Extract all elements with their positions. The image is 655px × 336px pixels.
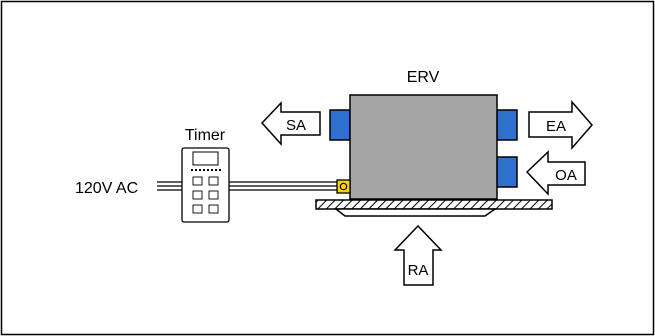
duct-collar-oa — [496, 156, 518, 188]
terminal-connector-icon — [336, 179, 351, 194]
return-grille — [333, 208, 498, 217]
oa-label: OA — [555, 167, 577, 184]
power-label: 120V AC — [75, 180, 138, 197]
ea-arrow — [528, 99, 593, 151]
sa-label: SA — [286, 117, 306, 134]
ra-arrow — [393, 224, 443, 286]
ceiling-slab — [315, 199, 553, 210]
duct-collar-sa — [329, 109, 351, 141]
sa-arrow — [260, 101, 321, 146]
timer-label: Timer — [185, 127, 226, 144]
oa-arrow — [525, 150, 586, 196]
erv-unit — [349, 94, 498, 200]
ea-label: EA — [546, 118, 566, 135]
timer-device-icon — [181, 147, 230, 223]
duct-collar-ea — [496, 109, 518, 141]
control-cable — [229, 181, 337, 191]
erv-label: ERV — [407, 69, 440, 86]
ra-label: RA — [408, 262, 429, 279]
power-cable — [157, 181, 182, 191]
